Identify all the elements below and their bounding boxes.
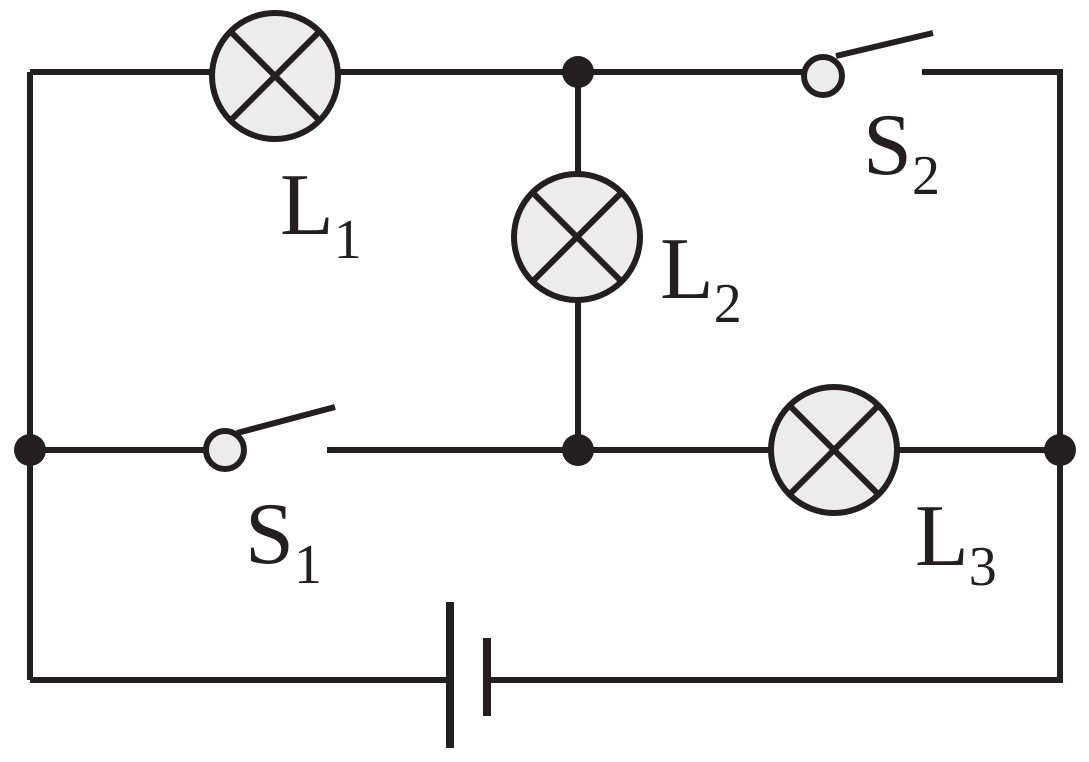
lamp-l1: [209, 10, 341, 142]
labels: L1 L2 L3 S1 S2: [245, 97, 997, 598]
lamp-l1-cross-b: [227, 28, 323, 124]
junction-right: [1044, 434, 1076, 466]
label-l2-letter: L: [660, 221, 714, 318]
junction-top-middle: [562, 56, 594, 88]
label-l3-letter: L: [915, 488, 969, 585]
label-s2-letter: S: [863, 97, 912, 194]
switch-s1-pivot: [203, 428, 247, 472]
label-l1: L1: [280, 157, 362, 271]
battery: [446, 602, 491, 748]
label-l3-subscript: 3: [969, 536, 997, 598]
junction-left: [14, 434, 46, 466]
lamp-l2-cross-b: [529, 189, 625, 285]
wire-top-right: [922, 69, 1063, 450]
lamp-l3-cross-b: [786, 402, 882, 498]
label-s1: S1: [245, 486, 322, 596]
label-l1-letter: L: [280, 157, 334, 254]
label-l1-subscript: 1: [334, 209, 362, 271]
label-l3: L3: [915, 488, 997, 598]
switch-s2: [801, 30, 934, 98]
switch-s1-lever: [236, 404, 336, 436]
lamp-l2: [511, 171, 643, 303]
junction-middle-center: [562, 434, 594, 466]
switch-s1: [203, 404, 336, 472]
label-s1-letter: S: [245, 486, 294, 583]
junctions: [14, 56, 1076, 466]
switch-s2-pivot: [801, 54, 845, 98]
label-l2: L2: [660, 221, 742, 335]
label-s2-subscript: 2: [912, 145, 940, 207]
label-s1-subscript: 1: [294, 534, 322, 596]
wire-bottom-right: [487, 450, 1063, 683]
switch-s2-lever: [835, 30, 934, 59]
wires: [27, 69, 1063, 683]
lamp-l3: [768, 384, 900, 516]
label-l2-subscript: 2: [714, 273, 742, 335]
label-s2: S2: [863, 97, 940, 207]
